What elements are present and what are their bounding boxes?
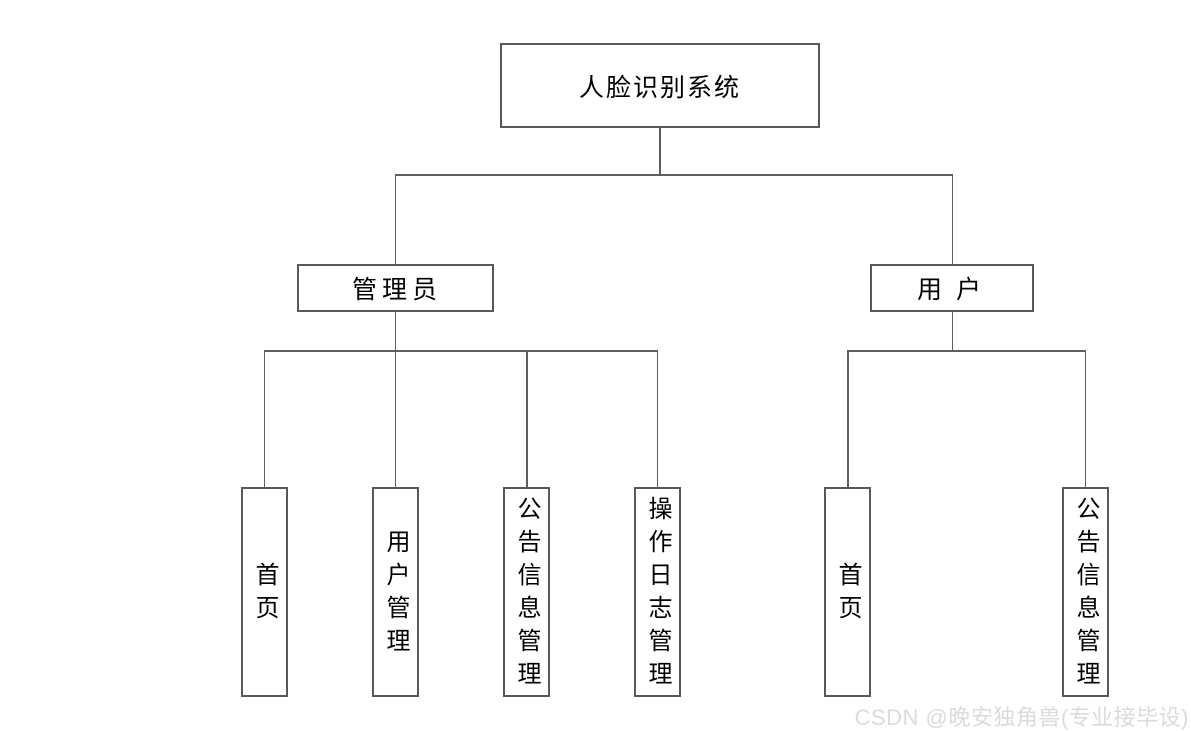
node-system-root: 人脸识别系统 [500,43,820,128]
node-admin-user-management: 用户管理 [372,487,419,697]
connector-admin-notice-drop [526,350,528,487]
connector-admin-home-drop [263,350,265,487]
csdn-watermark: CSDN @晚安独角兽(专业接毕设) [854,705,1189,730]
connector-user-notice-drop [1084,350,1086,487]
connector-admin-stem [394,312,396,487]
node-admin-notice-management: 公告信息管理 [503,487,550,697]
node-admin-log-management: 操作日志管理 [634,487,681,697]
connector-user-horizontal [847,350,1086,352]
connector-user-home-drop [847,350,849,487]
connector-admin-horizontal [263,350,658,352]
connector-admin-drop [394,174,396,264]
connector-admin-log-drop [656,350,658,487]
connector-user-drop [951,174,953,264]
connector-level1-horizontal [395,174,953,176]
node-user-notice-management: 公告信息管理 [1062,487,1109,697]
node-admin: 管理员 [297,264,494,312]
node-user: 用户 [870,264,1034,312]
connector-user-stem [951,312,953,351]
connector-root-stem [659,128,661,175]
node-admin-home: 首页 [241,487,288,697]
node-user-home: 首页 [824,487,871,697]
